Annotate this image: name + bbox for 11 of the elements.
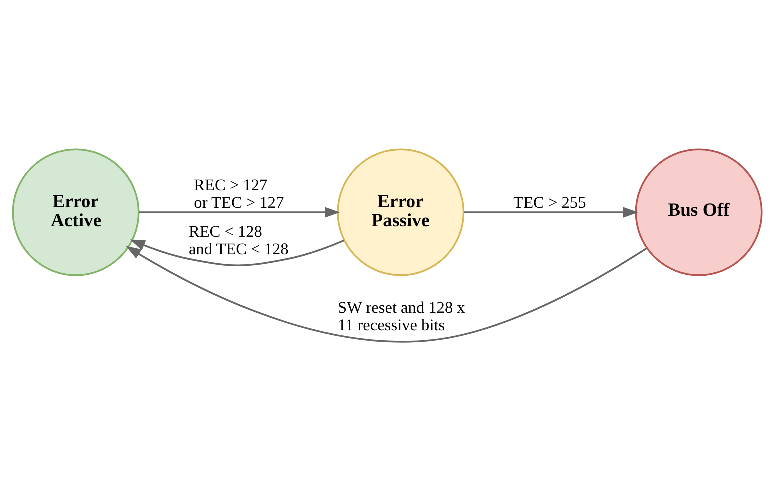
node-circle: Bus Off xyxy=(635,148,763,276)
node-circle: Error Passive xyxy=(337,148,465,276)
edge-label: SW reset and 128 x 11 recessive bits xyxy=(338,298,466,334)
arrow xyxy=(138,207,340,218)
edge-label: TEC > 255 xyxy=(514,193,586,212)
node-circle: Error Active xyxy=(12,148,140,276)
arrow xyxy=(464,207,639,218)
edge-label: REC > 127 or TEC > 127 xyxy=(194,176,284,212)
arrow xyxy=(130,240,345,266)
edge-label: REC < 128 and TEC < 128 xyxy=(188,222,289,259)
arrow xyxy=(126,246,648,343)
